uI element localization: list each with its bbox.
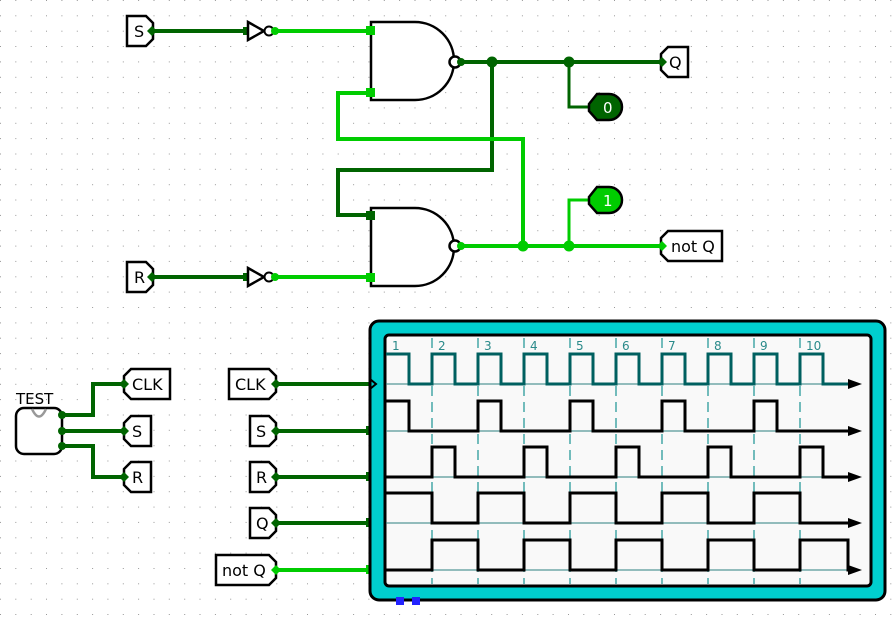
q-output-pin[interactable]: Q [657,45,690,79]
resize-handle-1[interactable] [396,597,404,605]
tick-label: 5 [576,339,584,353]
tick-label: 1 [392,339,400,353]
tunnel-r-label: R [132,468,143,487]
nand-gate-bottom[interactable] [366,206,465,288]
tunnel-s[interactable]: S [119,414,153,448]
tick-label: 9 [760,339,768,353]
chrono-input-clk[interactable]: CLK [227,367,370,401]
q-pin-label: Q [669,53,682,72]
wire-q-probe[interactable] [567,60,591,109]
test-label: TEST [15,390,54,408]
tick-label: 8 [714,339,722,353]
nand-gate-top[interactable] [366,20,465,102]
junctions [486,56,575,252]
tunnel-clk[interactable]: CLK [119,367,172,401]
tick-label: 2 [438,339,446,353]
chrono-input-label: Q [256,514,269,533]
trace-arrow-icon [848,518,862,528]
trace-clk [386,352,854,386]
tunnel-s-label: S [132,422,142,441]
tick-label: 4 [530,339,538,353]
wire-q-feedback[interactable] [336,60,494,217]
chrono-input-q[interactable]: Q [248,506,375,540]
chrono-input-r[interactable]: R [248,460,375,494]
tunnel-clk-label: CLK [132,375,163,394]
trace-r [386,445,854,479]
test-vector-block[interactable]: TEST [14,390,66,456]
s-input-pin[interactable]: S [125,14,157,48]
not-gate-s[interactable] [243,19,279,43]
chrono-input-label: S [256,422,266,441]
trace-arrow-icon [848,472,862,482]
trace-q [386,491,854,525]
chrono-input-label: R [256,468,267,487]
not-gate-r[interactable] [243,265,279,289]
probe-q[interactable]: 0 [587,92,624,122]
probe-not-q[interactable]: 1 [587,185,624,215]
chrono-input-label: not Q [222,561,266,580]
wires [150,29,664,279]
probe-not-q-value: 1 [603,192,613,210]
not-q-pin-label: not Q [671,237,715,256]
tick-label: 6 [622,339,630,353]
not-q-output-pin[interactable]: not Q [657,229,724,263]
trace-arrow-icon [848,379,862,389]
trace-arrow-icon [848,565,862,575]
chronogram[interactable]: 1 2 3 4 5 6 7 8 9 10 [368,319,887,605]
s-pin-label: S [134,22,144,41]
chrono-input-s[interactable]: S [248,414,375,448]
test-wires [62,382,124,479]
probe-q-value: 0 [603,99,613,117]
resize-handle-2[interactable] [412,597,420,605]
wire-notq-feedback[interactable] [336,91,525,248]
trace-s [386,399,854,433]
trace-not-q [386,538,854,572]
tick-label: 7 [668,339,676,353]
chrono-input-not-q[interactable]: not Q [214,553,375,587]
chrono-input-label: CLK [235,375,266,394]
r-input-pin[interactable]: R [125,260,157,294]
tick-label: 3 [484,339,492,353]
wire-notq-probe[interactable] [567,198,591,248]
tunnel-r[interactable]: R [119,460,153,494]
r-pin-label: R [134,268,145,287]
trace-arrow-icon [848,426,862,436]
tick-label: 10 [806,339,821,353]
